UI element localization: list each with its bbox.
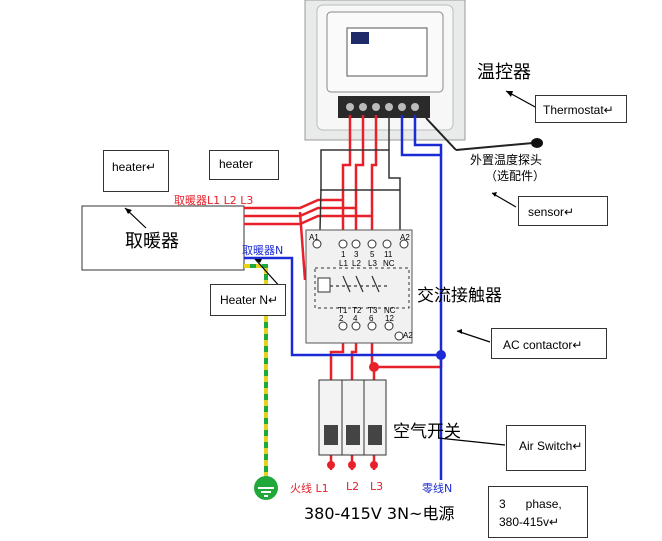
earth-wire xyxy=(244,264,268,480)
earth-symbol xyxy=(254,476,278,500)
terminal-6: 6 xyxy=(369,314,374,323)
terminal-3: 3 xyxy=(354,250,359,259)
callout-heater-2: heater xyxy=(209,150,279,180)
callout-heater-text: heater↵ xyxy=(112,160,157,174)
heater-block xyxy=(81,205,245,271)
terminal-sub-l3: L3 xyxy=(368,259,377,268)
terminal-nc-bottom: NC xyxy=(384,306,396,315)
terminal-1: 1 xyxy=(341,250,346,259)
temperature-probe xyxy=(425,117,543,151)
terminal-a2-bottom: A2 xyxy=(403,331,413,340)
callout-three-phase-line2: 380-415v↵ xyxy=(499,515,560,529)
terminal-sub-nc: NC xyxy=(383,259,395,268)
terminal-4: 4 xyxy=(353,314,358,323)
terminal-5: 5 xyxy=(370,250,375,259)
probe-label-line2: （选配件） xyxy=(485,169,546,183)
terminal-sub-l1: L1 xyxy=(339,259,348,268)
supply-l1-label: 火线 L1 xyxy=(290,482,329,495)
terminal-t2: T2 xyxy=(352,306,362,315)
terminal-12: 12 xyxy=(385,314,394,323)
callout-thermostat: Thermostat↵ xyxy=(535,95,627,123)
callout-sensor: sensor↵ xyxy=(518,196,608,226)
callout-heater: heater↵ xyxy=(103,150,169,192)
terminal-t3: T3 xyxy=(368,306,378,315)
callout-three-phase-line1: 3 phase, xyxy=(499,497,562,511)
callout-ac-contactor: AC contactor↵ xyxy=(491,328,607,359)
callout-heater-2-text: heater xyxy=(219,157,254,171)
callout-ac-contactor-text: AC contactor↵ xyxy=(503,338,583,352)
neutral-wires xyxy=(244,115,443,480)
heater-block-label: 取暖器 xyxy=(125,231,179,252)
contactor-cn-label: 交流接触器 xyxy=(417,286,502,306)
callout-three-phase: 3 phase, 380-415v↵ xyxy=(488,486,588,538)
callout-heater-n: Heater N↵ xyxy=(210,284,286,316)
thermostat-cn-label: 温控器 xyxy=(477,62,531,83)
control-wires xyxy=(319,115,401,231)
supply-l2-label: L2 xyxy=(346,480,360,493)
terminal-a1: A1 xyxy=(309,233,319,242)
thermostat-device xyxy=(304,0,466,141)
terminal-11: 11 xyxy=(384,250,393,259)
terminal-t1: T1 xyxy=(338,306,348,315)
heater-n-label: 取暖器N xyxy=(242,244,284,257)
terminal-sub-l2: L2 xyxy=(352,259,361,268)
callout-thermostat-text: Thermostat↵ xyxy=(543,103,614,117)
probe-label-line1: 外置温度探头 xyxy=(470,153,543,167)
supply-l3-label: L3 xyxy=(370,480,384,493)
supply-n-label: 零线N xyxy=(422,482,453,495)
terminal-2: 2 xyxy=(339,314,344,323)
ac-contactor xyxy=(305,229,413,344)
air-switch-cn-label: 空气开关 xyxy=(393,422,461,442)
air-switch xyxy=(318,379,387,456)
callout-sensor-text: sensor↵ xyxy=(528,205,575,219)
callout-air-switch-text: Air Switch↵ xyxy=(519,439,583,453)
callout-air-switch: Air Switch↵ xyxy=(506,425,586,471)
supply-voltage-label: 380-415V 3N~电源 xyxy=(304,504,455,523)
heater-lines-label: 取暖器L1 L2 L3 xyxy=(174,194,254,207)
terminal-a2-top: A2 xyxy=(400,233,410,242)
callout-heater-n-text: Heater N↵ xyxy=(220,293,279,307)
